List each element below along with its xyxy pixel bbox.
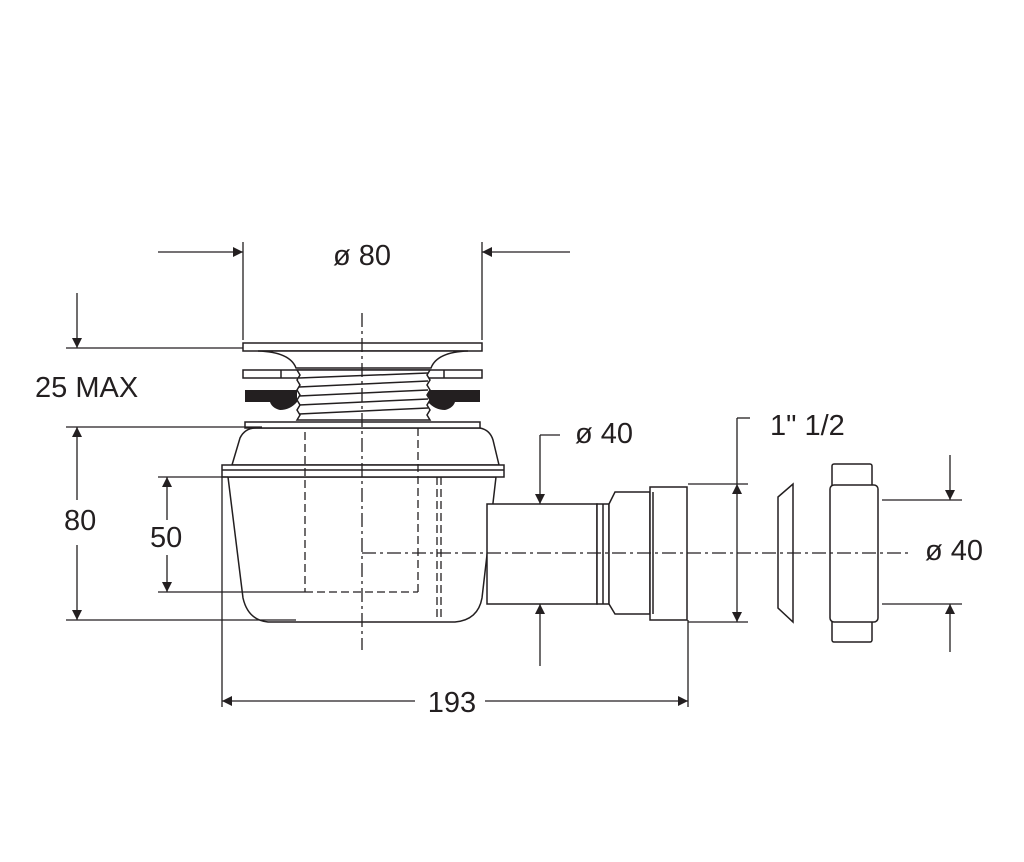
dimension-top-diameter: ø 80 [158, 240, 570, 340]
dimension-total-length: 193 [221, 477, 688, 719]
dimension-label: 1" 1/2 [770, 410, 845, 442]
dimension-label: ø 40 [925, 535, 983, 567]
dimension-label: 80 [64, 505, 96, 537]
dimension-label: ø 80 [333, 240, 391, 272]
cone-washer [777, 482, 794, 624]
dimension-label: 25 MAX [35, 372, 138, 404]
dimension-thread-size: 1" 1/2 [687, 410, 845, 707]
dimension-outlet-diameter: ø 40 [535, 418, 633, 666]
dimension-max-thickness: 25 MAX [35, 293, 243, 404]
dimension-connector-diameter: ø 40 [882, 455, 983, 652]
dimension-inner-height: 50 [150, 476, 305, 593]
connector-nut [829, 463, 879, 643]
dimension-body-height: 80 [64, 426, 296, 621]
dimension-label: ø 40 [575, 418, 633, 450]
dimension-label: 193 [428, 687, 476, 719]
dimension-label: 50 [150, 522, 182, 554]
